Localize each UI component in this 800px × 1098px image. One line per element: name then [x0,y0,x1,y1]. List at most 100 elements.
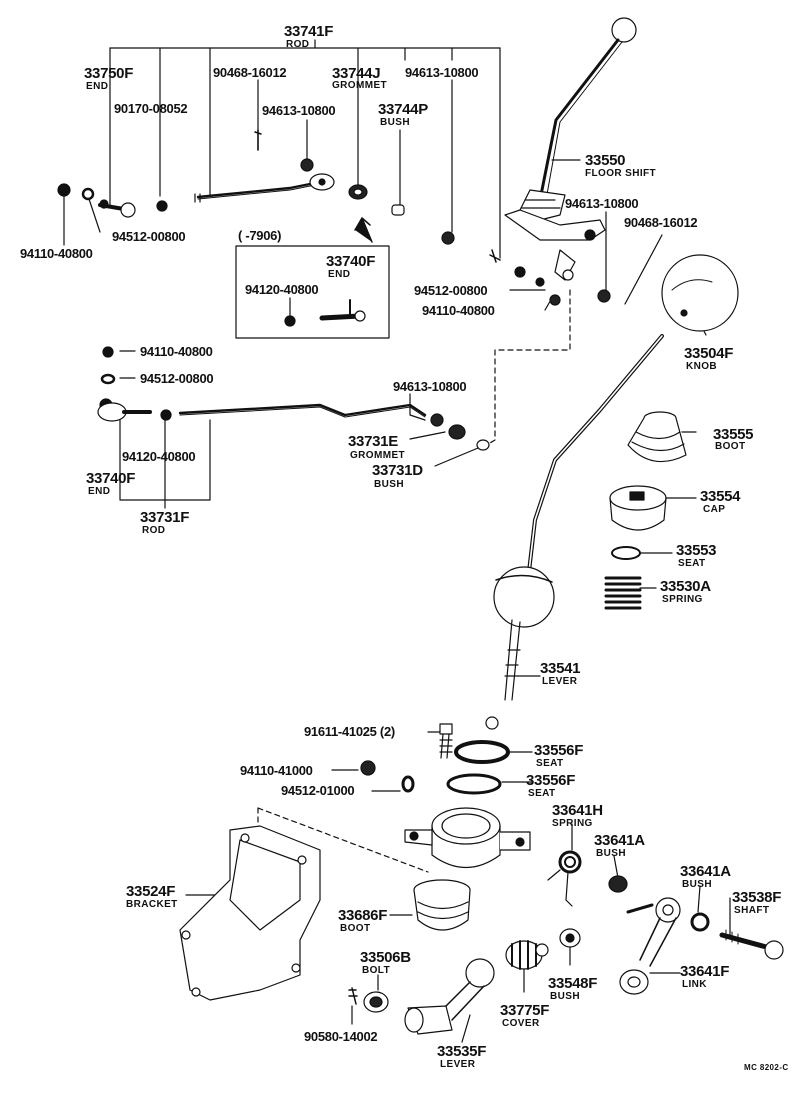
nut-90170 [156,200,168,212]
label-33548F-name: BUSH [550,991,580,1002]
label-90170: 90170-08052 [114,101,188,116]
label-33541: 33541 [540,660,581,677]
label-94110-c: 94110-40800 [140,344,213,359]
label-90580: 90580-14002 [304,1029,378,1044]
label-33530A-name: SPRING [662,594,703,605]
floor-shift-33550 [504,17,637,306]
label-33504F: 33504F [684,345,734,362]
label-33731E-name: GROMMET [350,450,406,461]
label-33744P: 33744P [378,101,428,118]
label-33641H-name: SPRING [552,818,593,829]
link-33641F [619,897,681,995]
pin-90468-b [489,249,501,263]
label-33554: 33554 [700,488,741,505]
washer-94512-b [100,373,116,385]
label-33556F-b-name: SEAT [528,788,556,799]
label-94613-b: 94613-10800 [262,103,336,118]
spring-33641H [547,850,582,907]
label-94120-a: 94120-40800 [245,282,319,297]
cover-33775F [505,940,549,970]
bush-33641A-b [690,912,710,932]
label-33530A: 33530A [660,578,711,595]
label-94512-a: 94512-00800 [112,229,186,244]
grommet-33744J [348,184,368,200]
label-94613-a: 94613-10800 [405,65,479,80]
label-33524F: 33524F [126,883,176,900]
label-33641F-name: LINK [682,979,707,990]
label-33548F: 33548F [548,975,598,992]
label-33775F: 33775F [500,1002,550,1019]
label-33506B: 33506B [360,949,411,966]
inset-box [235,245,390,339]
bolt-91611 [439,723,453,759]
label-33686F-name: BOOT [340,923,371,934]
nut-94110 [57,183,71,197]
shaft-33538F [719,929,784,960]
label-33641A-a: 33641A [594,832,645,849]
label-33555: 33555 [713,426,754,443]
leader-lines-middle [119,311,707,677]
bush-33548F [559,928,581,948]
nut-94110-b [102,346,114,358]
washer-94512-d [401,775,415,793]
label-33550-name: FLOOR SHIFT [585,168,657,179]
nut-94613-c [597,289,611,303]
label-33556F-b: 33556F [526,772,576,789]
bracket-33524F [179,825,321,1001]
housing-lower [404,807,531,868]
label-33740F-a: 33740F [326,253,376,270]
seat-33553 [611,546,641,560]
lever-33535F [404,958,495,1035]
label-33741F: 33741F [284,23,334,40]
label-33741F-name: ROD [286,39,310,50]
label-94110-a: 94110-40800 [20,246,93,261]
label-33553: 33553 [676,542,717,559]
label-33556F-a-name: SEAT [536,758,564,769]
label-33554-name: CAP [703,504,726,515]
washer-94512 [81,187,95,201]
label-94110-d: 94110-41000 [240,763,313,778]
label-33555-name: BOOT [715,441,746,452]
bush-33731D [476,439,490,451]
label-33731E: 33731E [348,433,398,450]
label-33506B-name: BOLT [362,965,391,976]
rod-33731F [178,403,427,418]
cap-33554 [609,485,667,531]
label-33731D: 33731D [372,462,423,479]
label-33556F-a: 33556F [534,742,584,759]
inset-end-33740F [284,299,366,327]
label-94110-b: 94110-40800 [422,303,495,318]
rod-33741F [194,173,335,203]
label-33744J-name: GROMMET [332,80,388,91]
label-94512-c: 94512-00800 [140,371,214,386]
seat-33556F-a [454,740,510,764]
label-33750F: 33750F [84,65,134,82]
nut-94613-a [300,158,314,172]
label-33686F: 33686F [338,907,388,924]
leader-lines-top [63,39,663,319]
spring-33530A [604,576,642,610]
label-94613-d: 94613-10800 [393,379,467,394]
boot-33555 [627,411,687,463]
label-33740F-b-name: END [88,486,111,497]
label-33750F-name: END [86,81,109,92]
label-33740F-a-name: END [328,269,351,280]
label-33535F: 33535F [437,1043,487,1060]
label-33535F-name: LEVER [440,1059,476,1070]
nut-94613-b [441,231,455,245]
label-94120-b: 94120-40800 [122,449,196,464]
label-33731D-name: BUSH [374,479,404,490]
nut-94613-d [430,413,444,427]
figure-code: MC 8202-C [744,1063,789,1072]
end-33750F [98,199,136,218]
up-arrow-icon [354,217,373,243]
label-7906: ( -7906) [238,228,282,243]
label-94512-b: 94512-00800 [414,283,488,298]
label-90468-a: 90468-16012 [213,65,287,80]
label-33538F-name: SHAFT [734,905,770,916]
label-33541-name: LEVER [542,676,578,687]
label-33538F: 33538F [732,889,782,906]
label-94512-d: 94512-01000 [281,783,355,798]
label-33641H: 33641H [552,802,603,819]
